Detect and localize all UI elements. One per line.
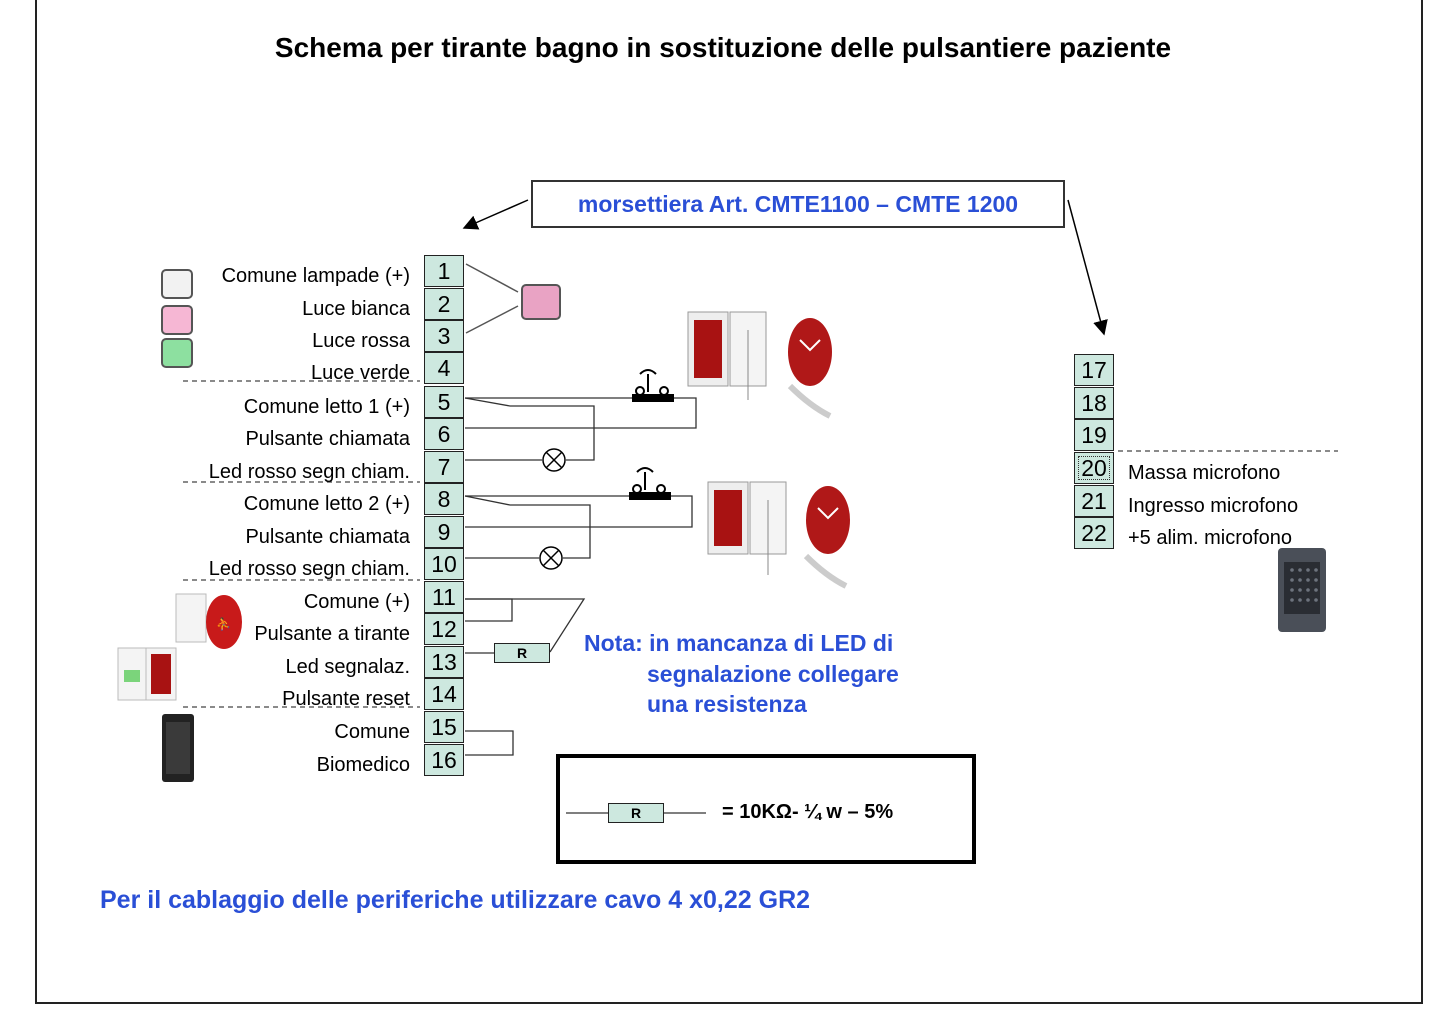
terminal-13: 13 [424, 646, 464, 678]
terminal-16-label: Biomedico [316, 754, 410, 776]
reset-button-icon [117, 647, 177, 701]
terminal-6: 6 [424, 418, 464, 450]
lamp-white-icon [161, 269, 193, 299]
terminal-5: 5 [424, 386, 464, 418]
arrow-right [1067, 199, 1108, 336]
microphone-icon [1278, 548, 1326, 632]
arrow-left [462, 199, 529, 230]
resistor-legend-value: = 10KΩ- ¼ w – 5% [722, 801, 894, 823]
diagram-title: Schema per tirante bagno in sostituzione… [274, 32, 1172, 63]
terminal-15: 15 [424, 711, 464, 743]
page-frame [35, 0, 1423, 1004]
terminal-22-label: +5 alim. microfono [1128, 527, 1292, 549]
pear-push-button-icon [787, 318, 832, 419]
pull-cord-switch-icon: ⛹ [175, 593, 242, 649]
switch-symbol-bed1 [632, 369, 674, 402]
terminal-20: 20 [1074, 452, 1114, 484]
terminal-21: 21 [1074, 485, 1114, 517]
lamp-symbol-bed2 [539, 546, 563, 570]
call-button-unit-icon [707, 481, 787, 575]
lamp-symbol-bed1 [542, 448, 566, 472]
terminal-17: 17 [1074, 354, 1114, 386]
terminal-13-label: Led segnalaz. [285, 656, 410, 678]
terminal-7-label: Led rosso segn chiam. [208, 461, 410, 483]
terminal-6-label: Pulsante chiamata [245, 428, 410, 450]
terminal-9-label: Pulsante chiamata [245, 526, 410, 548]
terminal-14-label: Pulsante reset [282, 688, 410, 710]
terminal-12: 12 [424, 613, 464, 645]
terminal-block-label: morsettiera Art. CMTE1100 – CMTE 1200 [531, 180, 1065, 228]
terminal-12-label: Pulsante a tirante [254, 623, 410, 645]
resistor-symbol: R [494, 643, 550, 663]
group-separators [183, 380, 1338, 708]
terminal-3-label: Luce rossa [312, 330, 410, 352]
note-line-1: Nota: in mancanza di LED di [584, 630, 894, 656]
terminal-11-label: Comune (+) [303, 591, 410, 613]
terminal-18: 18 [1074, 387, 1114, 419]
terminal-20-label: Massa microfono [1128, 462, 1281, 484]
terminal-8: 8 [424, 483, 464, 515]
terminal-2-label: Luce bianca [302, 298, 410, 320]
terminal-2: 2 [424, 288, 464, 320]
terminal-3: 3 [424, 320, 464, 352]
terminal-22: 22 [1074, 517, 1114, 549]
pear-push-button-icon [803, 486, 850, 589]
terminal-4: 4 [424, 352, 464, 384]
terminal-16: 16 [424, 744, 464, 776]
biomedical-socket-icon [162, 714, 194, 782]
terminal-15-label: Comune [334, 721, 410, 743]
lamp-green-icon [161, 338, 193, 368]
terminal-4-label: Luce verde [311, 362, 410, 384]
terminal-21-label: Ingresso microfono [1128, 495, 1299, 517]
note-line-3: una resistenza [647, 691, 807, 717]
terminal-10-label: Led rosso segn chiam. [208, 558, 410, 580]
terminal-11: 11 [424, 581, 464, 613]
bed2-wires [464, 495, 693, 559]
bed1-wires [464, 397, 697, 461]
note-line-2: segnalazione collegare [647, 661, 899, 687]
cable-instruction: Per il cablaggio delle periferiche utili… [100, 886, 811, 914]
legend-resistor-symbol: R [608, 803, 664, 823]
lamp-pink-icon [161, 305, 193, 335]
terminal-1: 1 [424, 255, 464, 287]
svg-text:⛹: ⛹ [216, 616, 231, 631]
terminal-7: 7 [424, 451, 464, 483]
terminal-9: 9 [424, 516, 464, 548]
switch-symbol-bed2 [629, 467, 671, 500]
terminal-8-label: Comune letto 2 (+) [243, 493, 410, 515]
terminal-10: 10 [424, 548, 464, 580]
pull-switch-wires [465, 598, 586, 654]
terminal-19: 19 [1074, 419, 1114, 451]
resistor-legend-box [556, 754, 976, 864]
terminal-5-label: Comune letto 1 (+) [243, 396, 410, 418]
terminal-1-label: Comune lampade (+) [221, 265, 410, 287]
lamp-wires [465, 263, 519, 334]
terminal-14: 14 [424, 678, 464, 710]
call-button-unit-icon [687, 311, 767, 400]
biomedical-wire [465, 730, 514, 756]
lamp-pink-icon [521, 284, 561, 320]
